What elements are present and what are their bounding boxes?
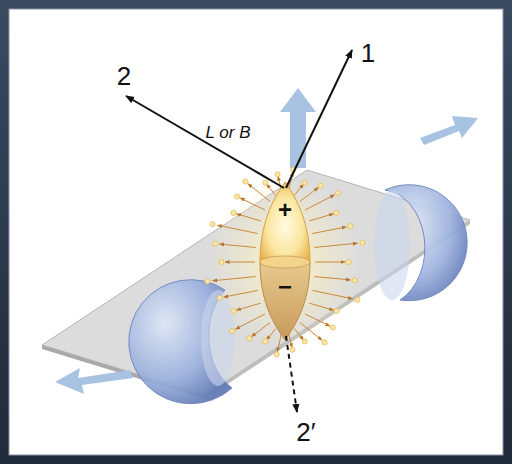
photon-dot: [231, 308, 236, 313]
vector-arrow: [286, 336, 297, 412]
photon-dot: [219, 259, 224, 264]
radiation-arrow: [252, 323, 271, 337]
glow: [210, 177, 360, 347]
radiation-arrow: [224, 290, 258, 297]
radiation-arrow: [315, 262, 345, 263]
photon-dot: [210, 222, 215, 227]
radiation-arrow: [312, 227, 346, 234]
photon-dot: [348, 224, 353, 229]
radiation-arrow: [294, 329, 303, 340]
vector-label: L or B: [205, 124, 250, 141]
radiation-arrow: [314, 243, 357, 247]
photon-dot: [263, 180, 268, 185]
radiation-arrow: [266, 184, 275, 195]
photon-dot: [247, 336, 252, 341]
photon-dot: [235, 194, 240, 199]
photon-dot: [231, 210, 236, 215]
photon-dot: [274, 352, 279, 357]
photon-dot: [322, 340, 327, 345]
radiation-arrow: [219, 244, 255, 247]
motion-arrow: [55, 368, 133, 394]
radiation-arrow: [314, 277, 350, 280]
photon-dot: [352, 278, 357, 283]
radiation-arrow: [217, 225, 257, 233]
deformed-nucleus: [260, 182, 310, 340]
radiation-arrow: [236, 214, 260, 221]
right-sphere: [374, 185, 467, 301]
photon-dot: [290, 347, 295, 352]
photon-dot: [243, 179, 248, 184]
radiation-arrow: [266, 329, 275, 340]
radiation-arrow: [294, 184, 303, 195]
charge-sign: +: [278, 198, 292, 222]
photon-dot: [334, 308, 339, 313]
panel: [9, 9, 503, 455]
photon-dot: [217, 295, 222, 300]
photon-dot: [355, 297, 360, 302]
radiation-arrow: [309, 303, 333, 310]
radiation-arrow: [235, 314, 264, 329]
left-sphere: [129, 280, 235, 404]
radiation-arrow: [305, 195, 334, 210]
charge-sign: −: [278, 275, 292, 299]
radiation-arrow: [300, 323, 322, 341]
photon-dot: [275, 172, 280, 177]
vector-number: 2: [117, 63, 131, 89]
photon-dot: [330, 325, 335, 330]
radiation-arrow: [305, 314, 330, 326]
radiation-arrow: [248, 184, 270, 202]
motion-arrow: [420, 116, 478, 145]
photon-dot: [229, 328, 234, 333]
radiation-arrow: [236, 303, 260, 310]
photon-dot: [213, 241, 218, 246]
photon-dot: [263, 339, 268, 344]
vector-arrow: [286, 50, 352, 188]
photon-dot: [360, 240, 365, 245]
radiation-arrows: [205, 167, 365, 357]
photon-dot: [318, 183, 323, 188]
motion-arrow: [280, 88, 316, 168]
plane: [42, 170, 470, 395]
vector-number: 1: [361, 40, 375, 66]
radiation-arrow: [240, 198, 265, 210]
vector-arrow: [126, 96, 284, 188]
photon-dot: [335, 190, 340, 195]
radiation-arrow: [213, 277, 256, 281]
photon-dot: [346, 259, 351, 264]
photon-dot: [334, 210, 339, 215]
radiation-arrow: [312, 290, 352, 298]
vector-number: 2′: [296, 419, 315, 445]
radiation-arrow: [309, 214, 333, 221]
radiation-arrow: [225, 262, 255, 263]
radiation-arrow: [300, 187, 319, 201]
photon-dot: [302, 180, 307, 185]
photon-dot: [205, 279, 210, 284]
photon-dot: [302, 339, 307, 344]
